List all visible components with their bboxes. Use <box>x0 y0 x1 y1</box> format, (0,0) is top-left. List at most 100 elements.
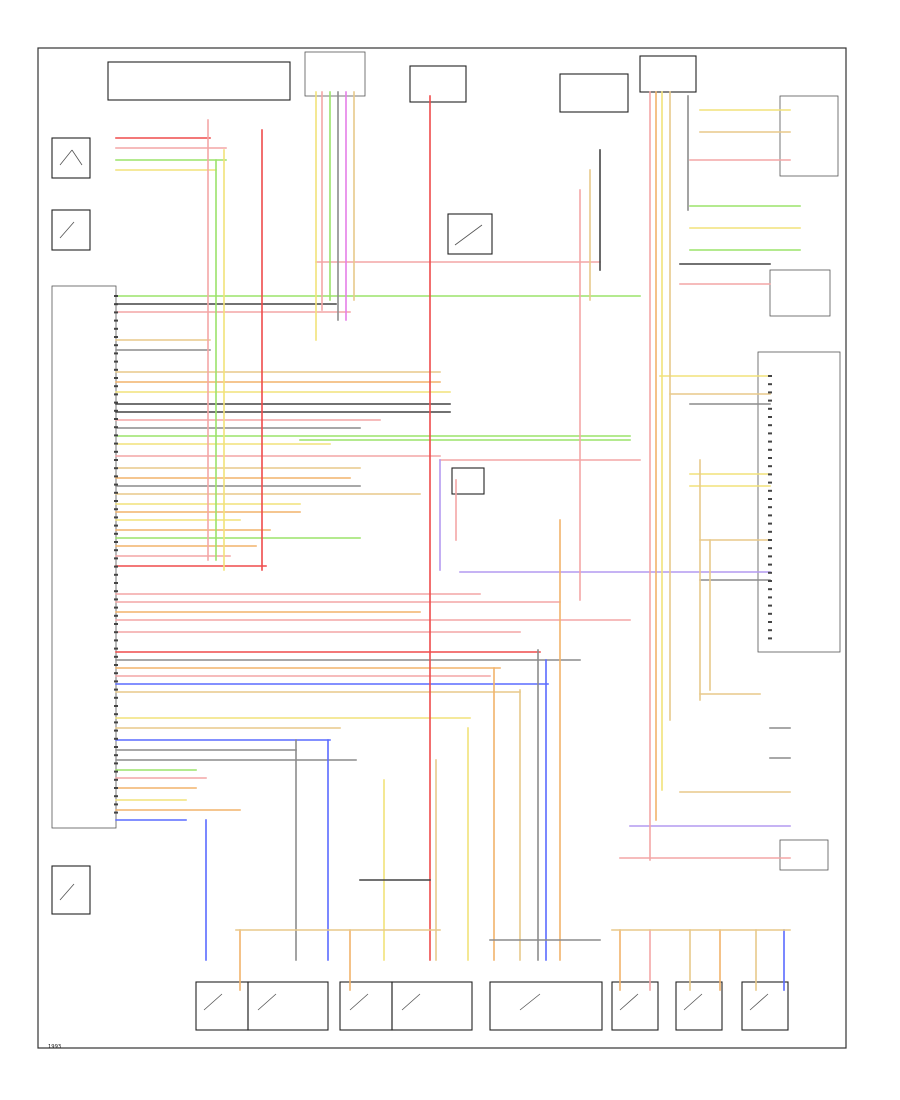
module-pin <box>114 787 118 789</box>
receiver-pin <box>768 580 772 582</box>
module-pin <box>114 688 118 691</box>
module-pin <box>114 565 118 568</box>
module-pin <box>114 418 118 420</box>
vertical-wires <box>205 91 791 991</box>
module-pin <box>114 401 118 404</box>
receiver-pin <box>768 489 772 492</box>
diagram-frame <box>37 47 847 1049</box>
receiver-pin <box>768 432 772 435</box>
module-pin <box>114 483 118 486</box>
module-pin <box>114 729 118 732</box>
module-pin <box>114 582 118 584</box>
module-pin <box>114 770 118 773</box>
module-pin <box>114 409 118 412</box>
module-pin <box>114 516 118 519</box>
receiver-pin <box>768 448 772 451</box>
receiver-pin <box>768 407 772 410</box>
module-pin <box>114 573 118 576</box>
module-pin <box>114 426 118 429</box>
receiver-pin <box>768 506 772 509</box>
module-pin <box>114 442 118 445</box>
receiver-pin <box>768 563 772 566</box>
module-pin <box>114 319 118 322</box>
receiver-pin <box>768 375 772 377</box>
key-cylinder-switch-box <box>51 865 91 915</box>
actuator-rear-1 <box>611 981 659 1031</box>
actuator-left-front-b <box>247 981 329 1031</box>
harness-wires <box>115 109 801 859</box>
receiver-pin <box>768 571 772 574</box>
module-pin <box>114 680 118 683</box>
module-pin <box>114 795 118 798</box>
receiver-pin <box>768 530 772 533</box>
module-pin <box>114 713 118 716</box>
receiver-pin <box>768 539 772 541</box>
module-pin <box>114 598 118 601</box>
receiver-pin <box>768 514 772 517</box>
module-pin <box>114 303 118 306</box>
door-lock-switch-box <box>51 137 91 179</box>
module-pin <box>114 754 118 757</box>
receiver-pin <box>768 547 772 550</box>
module-pin <box>114 737 118 740</box>
instrument-cluster-box <box>639 55 697 93</box>
actuator-right-front-b <box>391 981 473 1031</box>
lock-control-module <box>51 285 117 829</box>
module-pin <box>114 590 118 593</box>
module-pin <box>114 336 118 338</box>
relay-box-right <box>559 73 629 113</box>
module-pins <box>114 295 772 814</box>
module-pin <box>114 696 118 699</box>
module-pin <box>114 500 118 502</box>
receiver-pin <box>768 440 772 443</box>
module-pin <box>114 352 118 355</box>
module-pin <box>114 606 118 609</box>
module-pin <box>114 393 118 396</box>
actuator-right-front-a <box>339 981 393 1031</box>
module-pin <box>114 467 118 470</box>
module-pin <box>114 532 118 535</box>
module-pin <box>114 647 118 650</box>
receiver-pin <box>768 498 772 500</box>
unlock-switch-box <box>51 209 91 251</box>
receiver-pin <box>768 473 772 476</box>
receiver-pin <box>768 621 772 623</box>
module-pin <box>114 803 118 806</box>
module-pin <box>114 311 118 314</box>
receiver-pin <box>768 399 772 402</box>
receiver-pin <box>768 522 772 525</box>
module-pin <box>114 549 118 552</box>
module-pin <box>114 623 118 625</box>
module-pin <box>114 705 118 707</box>
module-pin <box>114 541 118 543</box>
module-pin <box>114 344 118 347</box>
module-pin <box>114 811 118 814</box>
module-pin <box>114 327 118 330</box>
door-switch-right <box>779 95 839 177</box>
module-pin <box>114 368 118 371</box>
module-pin <box>114 778 118 781</box>
actuator-rear-2 <box>675 981 723 1031</box>
module-pin <box>114 746 118 748</box>
module-pin <box>114 614 118 617</box>
receiver-pin <box>768 481 772 484</box>
module-pin <box>114 491 118 494</box>
module-pin <box>114 377 118 379</box>
diagram-code: 1993 <box>48 1044 61 1050</box>
receiver-pin <box>768 604 772 607</box>
module-pin <box>114 762 118 765</box>
receiver-pin <box>768 555 772 558</box>
actuator-rear-center <box>489 981 603 1031</box>
module-pin <box>114 672 118 675</box>
receiver-pin <box>768 637 772 640</box>
fuse-block-box <box>107 61 291 101</box>
module-pin <box>114 639 118 642</box>
keyless-receiver-module <box>757 351 841 653</box>
module-pin <box>114 475 118 478</box>
splice-box-top <box>304 51 366 97</box>
trunk-switch-box <box>779 839 829 871</box>
module-pin <box>114 360 118 363</box>
module-pin <box>114 459 118 461</box>
receiver-pin <box>768 424 772 427</box>
receiver-pin <box>768 457 772 459</box>
